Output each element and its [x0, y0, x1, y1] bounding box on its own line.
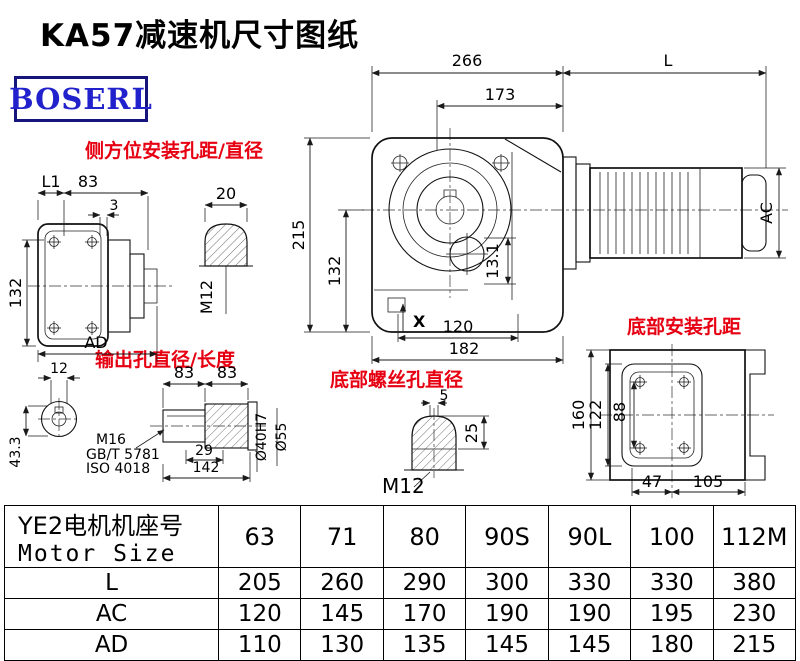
- page-title: KA57减速机尺寸图纸: [40, 18, 360, 54]
- side-view: L1 83 3 132 AD 20 M12: [6, 172, 253, 362]
- label-iso-4018: ISO 4018: [86, 461, 150, 477]
- label-M12-bolt: M12: [382, 474, 425, 498]
- value-cell: 205: [218, 567, 302, 599]
- value-cell: 330: [630, 567, 714, 599]
- size-col-header: 112M: [712, 505, 797, 568]
- dim-132-side: 132: [6, 278, 25, 309]
- dim-X-mark: X: [413, 312, 426, 331]
- value-cell: 195: [630, 598, 714, 630]
- dim-5: 5: [440, 388, 449, 404]
- row-label: AD: [3, 629, 220, 661]
- value-cell: 300: [465, 567, 549, 599]
- value-cell: 190: [547, 598, 632, 630]
- bottom-screw-view: 5 25 M12: [382, 388, 489, 498]
- value-cell: 135: [382, 629, 467, 661]
- size-col-header: 90L: [547, 505, 632, 568]
- dim-L1: L1: [41, 172, 60, 191]
- dim-12: 12: [50, 361, 68, 377]
- table-row-AC: AC 120 145 170 190 190 195 230: [3, 598, 797, 630]
- dim-266: 266: [452, 51, 483, 70]
- size-col-header: 63: [218, 505, 302, 568]
- table-row-AD: AD 110 130 135 145 145 180 215: [3, 629, 797, 661]
- motor-size-table: YE2电机机座号 Motor Size 63 71 80 90S 90L 100…: [3, 505, 797, 661]
- dim-105: 105: [693, 472, 724, 491]
- dim-120: 120: [443, 317, 474, 336]
- dim-AD: AD: [84, 333, 107, 352]
- output-shaft-view: 12 43.3 83 83 M16 GB/T 5781 ISO 4018: [8, 361, 290, 482]
- row-label: AC: [3, 598, 220, 630]
- dim-dia55: Ø55: [274, 423, 290, 452]
- value-cell: 215: [712, 629, 797, 661]
- dim-122: 122: [586, 400, 605, 431]
- label-M16: M16: [96, 432, 126, 448]
- annotation-side-mount: 侧方位安装孔距/直径: [85, 139, 263, 162]
- table-row-L: L 205 260 290 300 330 330 380: [3, 567, 797, 599]
- value-cell: 380: [712, 567, 797, 599]
- size-col-header: 100: [630, 505, 714, 568]
- row-label: L: [3, 567, 220, 599]
- dim-215: 215: [289, 220, 308, 251]
- value-cell: 190: [465, 598, 549, 630]
- size-col-header: 90S: [465, 505, 549, 568]
- value-cell: 120: [218, 598, 302, 630]
- dim-132-main: 132: [325, 256, 344, 287]
- annotation-bottom-screw: 底部螺丝孔直径: [330, 368, 463, 391]
- dim-M12-side: M12: [197, 280, 216, 314]
- dim-20: 20: [216, 184, 236, 203]
- dim-160: 160: [569, 400, 588, 431]
- value-cell: 290: [382, 567, 467, 599]
- dim-3: 3: [110, 198, 119, 214]
- dim-47: 47: [642, 472, 662, 491]
- annotation-bottom-mount: 底部安装孔距: [627, 315, 741, 338]
- dim-83b: 83: [217, 363, 237, 382]
- main-view: [362, 128, 788, 333]
- dim-88: 88: [610, 402, 629, 422]
- dim-dia40H7: Ø40H7: [254, 413, 270, 461]
- dim-AC: AC: [757, 202, 776, 224]
- size-col-header: 80: [382, 505, 467, 568]
- value-cell: 130: [300, 629, 384, 661]
- value-cell: 170: [382, 598, 467, 630]
- value-cell: 330: [547, 567, 632, 599]
- value-cell: 230: [712, 598, 797, 630]
- value-cell: 110: [218, 629, 302, 661]
- motor-size-header-cn: YE2电机机座号: [18, 512, 184, 540]
- dim-83a: 83: [174, 363, 194, 382]
- value-cell: 180: [630, 629, 714, 661]
- value-cell: 145: [547, 629, 632, 661]
- dim-25: 25: [462, 423, 481, 443]
- dim-142: 142: [193, 460, 220, 476]
- label-gbt-5781: GB/T 5781: [86, 447, 160, 463]
- dim-29: 29: [195, 443, 213, 459]
- dim-83-side: 83: [78, 172, 98, 191]
- size-col-header: 71: [300, 505, 384, 568]
- motor-size-header-cell: YE2电机机座号 Motor Size: [3, 505, 220, 568]
- dim-182: 182: [449, 339, 480, 358]
- main-view-dimensions: 266 L 173 215 132 13.1 AC 120: [289, 51, 786, 364]
- bottom-view: 160 122 88 47 105: [569, 344, 774, 498]
- dim-43-3: 43.3: [8, 436, 24, 467]
- table-header-row: YE2电机机座号 Motor Size 63 71 80 90S 90L 100…: [3, 505, 797, 568]
- dim-173: 173: [485, 85, 516, 104]
- value-cell: 145: [300, 598, 384, 630]
- brand-logo: BOSERL: [9, 76, 152, 122]
- annotation-output-hole: 输出孔直径/长度: [95, 348, 236, 371]
- motor-size-header-en: Motor Size: [18, 541, 177, 567]
- value-cell: 260: [300, 567, 384, 599]
- value-cell: 145: [465, 629, 549, 661]
- dim-L: L: [664, 51, 673, 70]
- technical-drawing: 侧方位安装孔距/直径 输出孔直径/长度 底部螺丝孔直径 底部安装孔距: [6, 51, 788, 498]
- brand-logo-text: BOSERL: [9, 82, 153, 116]
- dim-13-1: 13.1: [483, 243, 502, 279]
